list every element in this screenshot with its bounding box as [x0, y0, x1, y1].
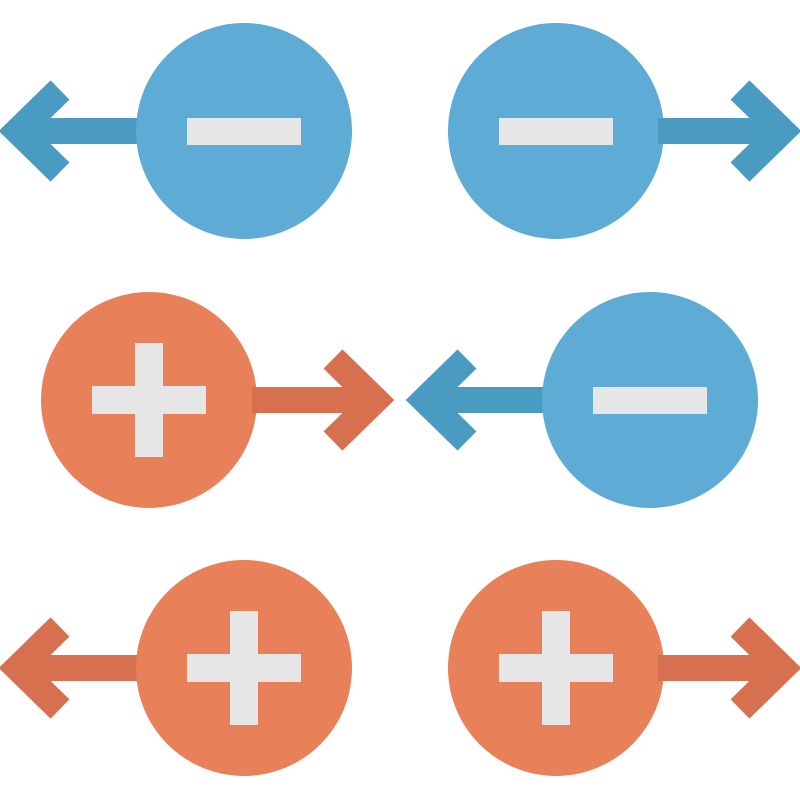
row-like-negative-repel [0, 23, 800, 239]
negative-charge [136, 23, 352, 239]
row-like-positive-repel [0, 560, 800, 776]
force-arrow-right [658, 80, 800, 182]
positive-charge [41, 292, 257, 508]
force-arrow-left [0, 617, 142, 719]
minus-sign-icon [499, 118, 613, 145]
force-arrow-right [658, 617, 800, 719]
negative-charge [542, 292, 758, 508]
force-arrow-left [0, 80, 142, 182]
negative-charge [448, 23, 664, 239]
force-arrow-left [405, 349, 550, 451]
plus-sign-icon [499, 611, 613, 725]
force-arrow-right [252, 349, 395, 451]
plus-sign-icon [187, 611, 301, 725]
positive-charge [448, 560, 664, 776]
positive-charge [136, 560, 352, 776]
plus-sign-icon [92, 343, 206, 457]
minus-sign-icon [593, 387, 707, 414]
row-opposite-attract [41, 292, 758, 508]
minus-sign-icon [187, 118, 301, 145]
